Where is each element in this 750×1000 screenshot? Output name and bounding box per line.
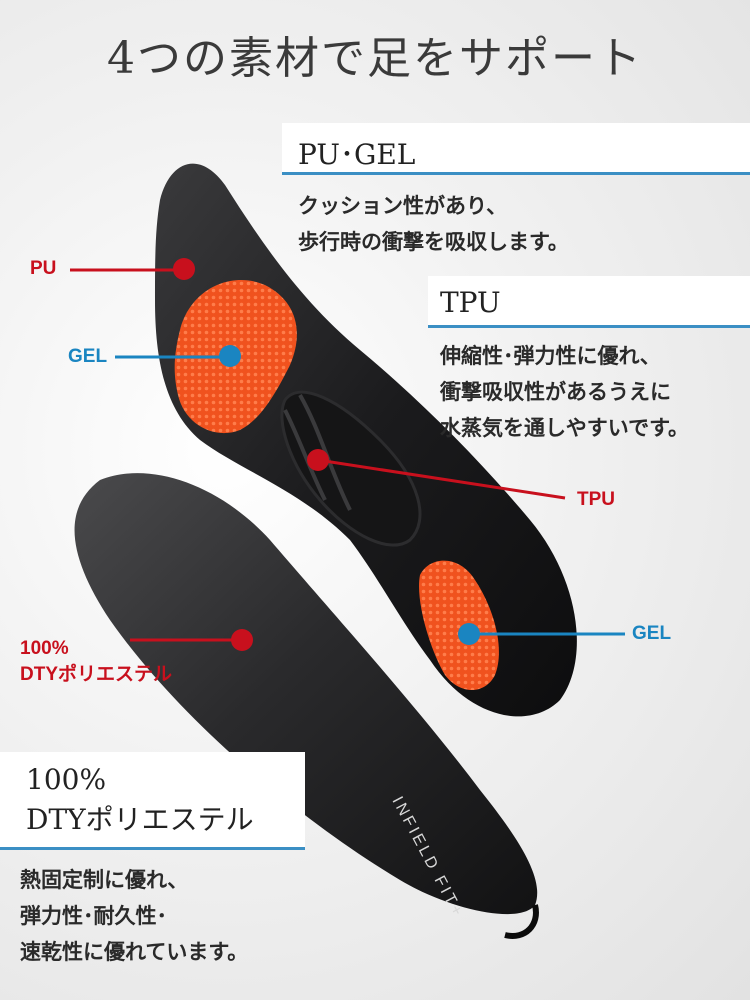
callout-tpu: TPU xyxy=(577,489,615,510)
dty-insole xyxy=(74,473,538,915)
callout-pu: PU xyxy=(30,258,57,279)
desc-line: 速乾性に優れています。 xyxy=(20,940,249,964)
callout-gel-top: GEL xyxy=(68,346,108,367)
heading-dty-line1: 100% xyxy=(26,763,107,796)
desc-line: 衝撃吸収性があるうえに xyxy=(440,380,671,404)
desc-line: 弾力性･耐久性･ xyxy=(20,904,167,928)
desc-pu-gel: クッション性があり、 歩行時の衝撃を吸収します。 xyxy=(298,188,569,260)
callout-dty-line2: DTYポリエステル xyxy=(20,664,173,685)
callout-dty-line1: 100% xyxy=(20,638,69,659)
desc-line: 伸縮性･弾力性に優れ、 xyxy=(440,344,661,368)
page-title: 4つの素材で足をサポート xyxy=(107,33,643,84)
gel-pad-bottom xyxy=(419,560,499,690)
desc-line: 熱固定制に優れ、 xyxy=(20,868,189,892)
desc-line: 歩行時の衝撃を吸収します。 xyxy=(298,230,569,254)
heading-tpu: TPU xyxy=(428,276,750,328)
desc-line: 水蒸気を通しやすいです。 xyxy=(440,416,690,440)
desc-line: クッション性があり、 xyxy=(298,194,508,218)
desc-dty: 熱固定制に優れ、 弾力性･耐久性･ 速乾性に優れています。 xyxy=(20,862,248,970)
heading-dty-line2: DTYポリエステル xyxy=(26,803,254,836)
callout-dty: 100% DTYポリエステル xyxy=(20,636,172,688)
desc-tpu: 伸縮性･弾力性に優れ、 衝撃吸収性があるうえに 水蒸気を通しやすいです。 xyxy=(440,338,689,446)
callout-gel-bottom: GEL xyxy=(632,623,672,644)
heading-pu-gel: PU･GEL xyxy=(282,123,750,175)
heading-dty: 100% DTYポリエステル xyxy=(0,752,305,850)
